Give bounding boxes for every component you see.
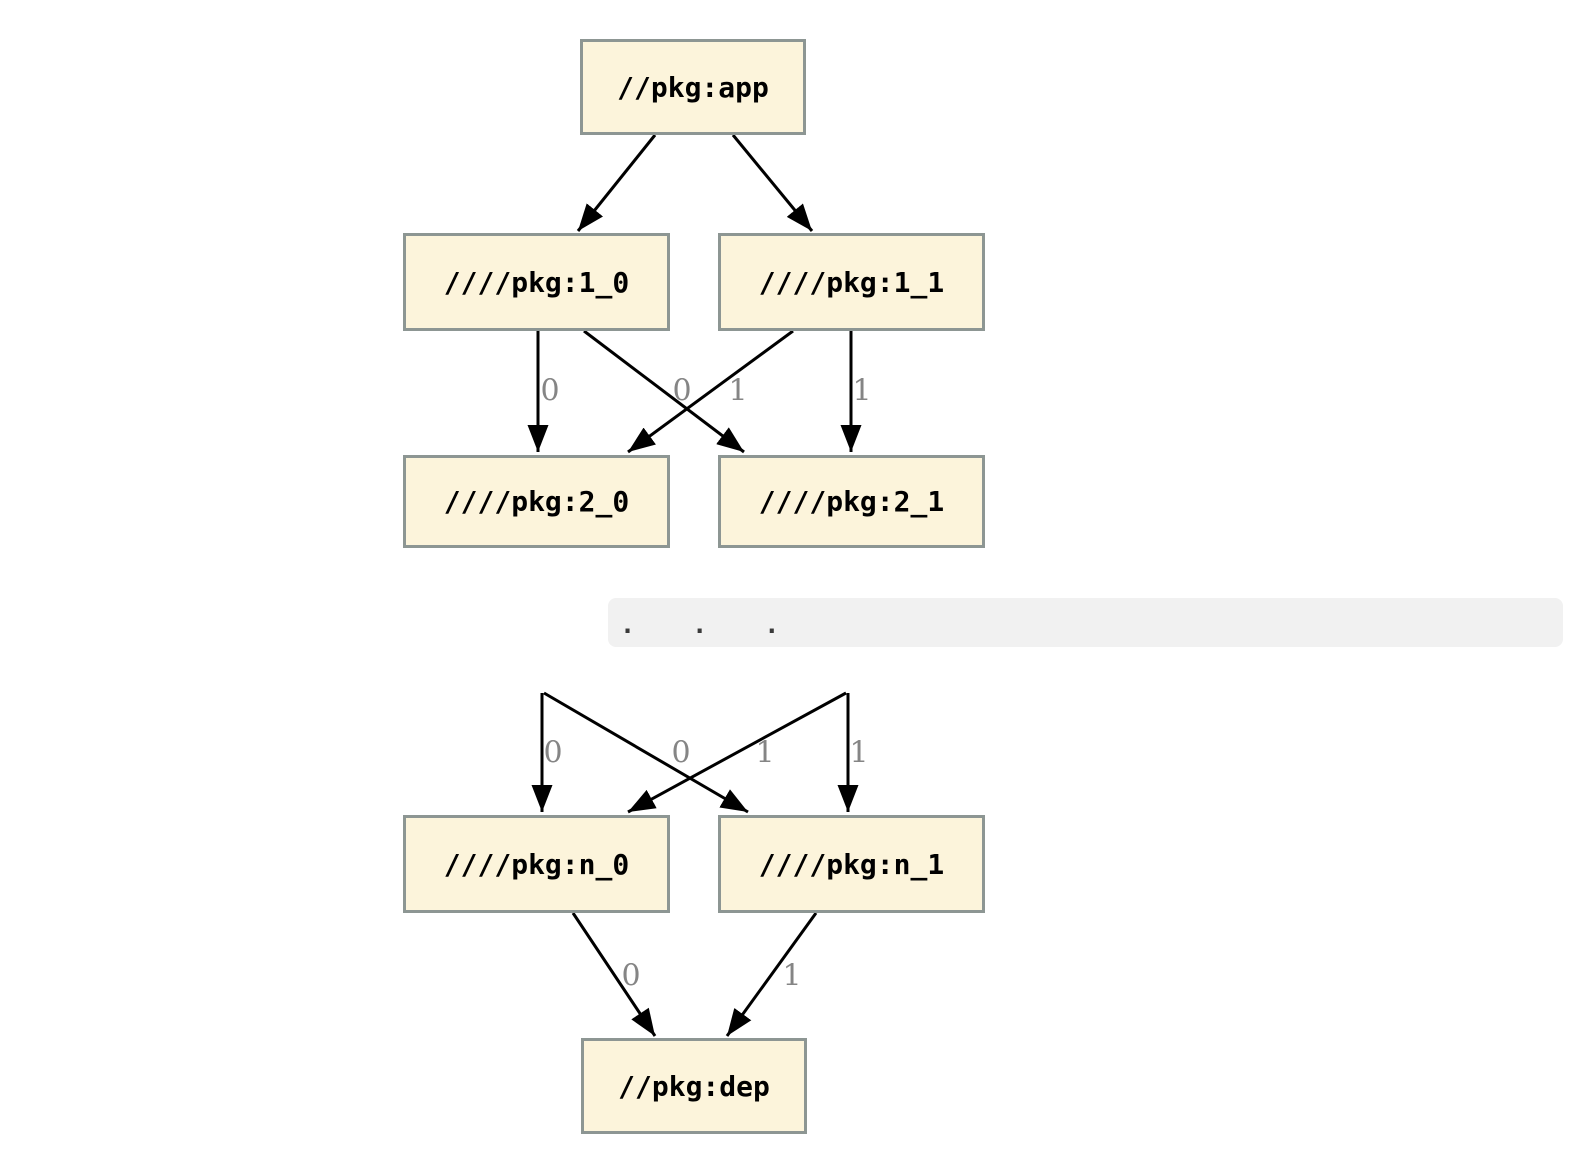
edge-label: 0 [621, 959, 640, 994]
edge-label: 1 [728, 374, 747, 409]
edge-n_0-to-dep [571, 912, 657, 1037]
ellipsis-band: . . . [608, 598, 1563, 647]
edge-label: 1 [849, 736, 868, 771]
node-2_1: ////pkg:2_1 [718, 455, 985, 548]
edge-label: 0 [672, 374, 691, 409]
node-app: //pkg:app [580, 39, 806, 135]
edge-ellipsis-to-n_1 [543, 691, 749, 814]
edge-label: 1 [852, 374, 871, 409]
edge-label: 0 [540, 374, 559, 409]
edge-n_1-to-dep [725, 912, 818, 1037]
node-1_1: ////pkg:1_1 [718, 233, 985, 331]
edge-ellipsis-to-n_0 [627, 691, 847, 814]
node-n_0: ////pkg:n_0 [403, 815, 670, 913]
edge-1_1-to-2_0 [627, 329, 794, 454]
edge-label: 1 [755, 736, 774, 771]
edge-app-to-1_1 [731, 134, 814, 232]
node-2_0: ////pkg:2_0 [403, 455, 670, 548]
ellipsis-dots: . . . [620, 610, 801, 639]
edge-label: 0 [671, 736, 690, 771]
edge-label: 0 [543, 736, 562, 771]
node-dep: //pkg:dep [581, 1038, 807, 1134]
edge-app-to-1_0 [576, 134, 657, 232]
edge-label: 1 [782, 959, 801, 994]
edge-1_0-to-2_1 [583, 329, 745, 454]
node-n_1: ////pkg:n_1 [718, 815, 985, 913]
node-1_0: ////pkg:1_0 [403, 233, 670, 331]
